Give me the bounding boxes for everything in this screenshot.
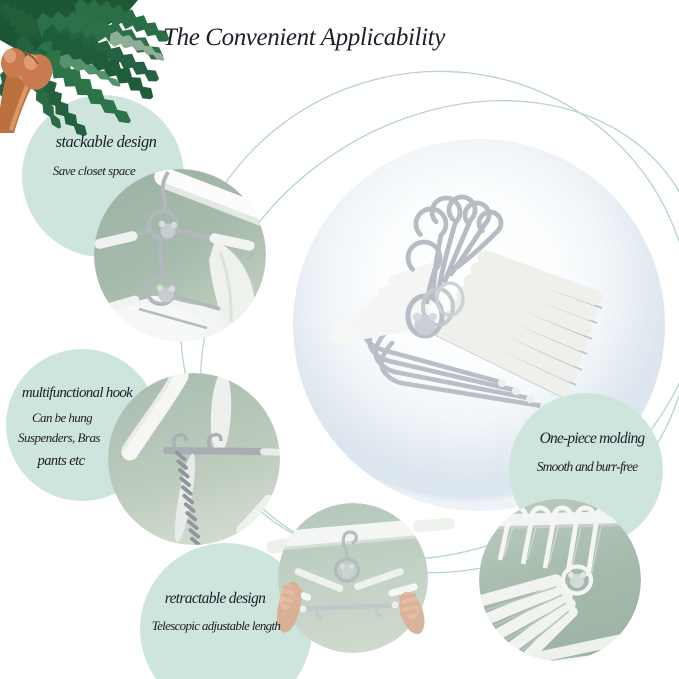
svg-text:The Convenient Applicability: The Convenient Applicability (163, 24, 446, 51)
svg-text:Suspenders, Bras: Suspenders, Bras (18, 430, 100, 445)
svg-text:pants etc: pants etc (37, 453, 86, 469)
svg-text:Can be hung: Can be hung (32, 410, 93, 425)
svg-text:Save closet space: Save closet space (53, 163, 136, 178)
svg-text:retractable design: retractable design (165, 590, 266, 607)
svg-text:One-piece molding: One-piece molding (540, 430, 646, 447)
svg-text:Telescopic adjustable length: Telescopic adjustable length (152, 618, 281, 633)
svg-text:Smooth and burr-free: Smooth and burr-free (537, 459, 638, 474)
svg-text:multifunctional hook: multifunctional hook (22, 385, 133, 401)
svg-text:stackable design: stackable design (56, 132, 157, 151)
